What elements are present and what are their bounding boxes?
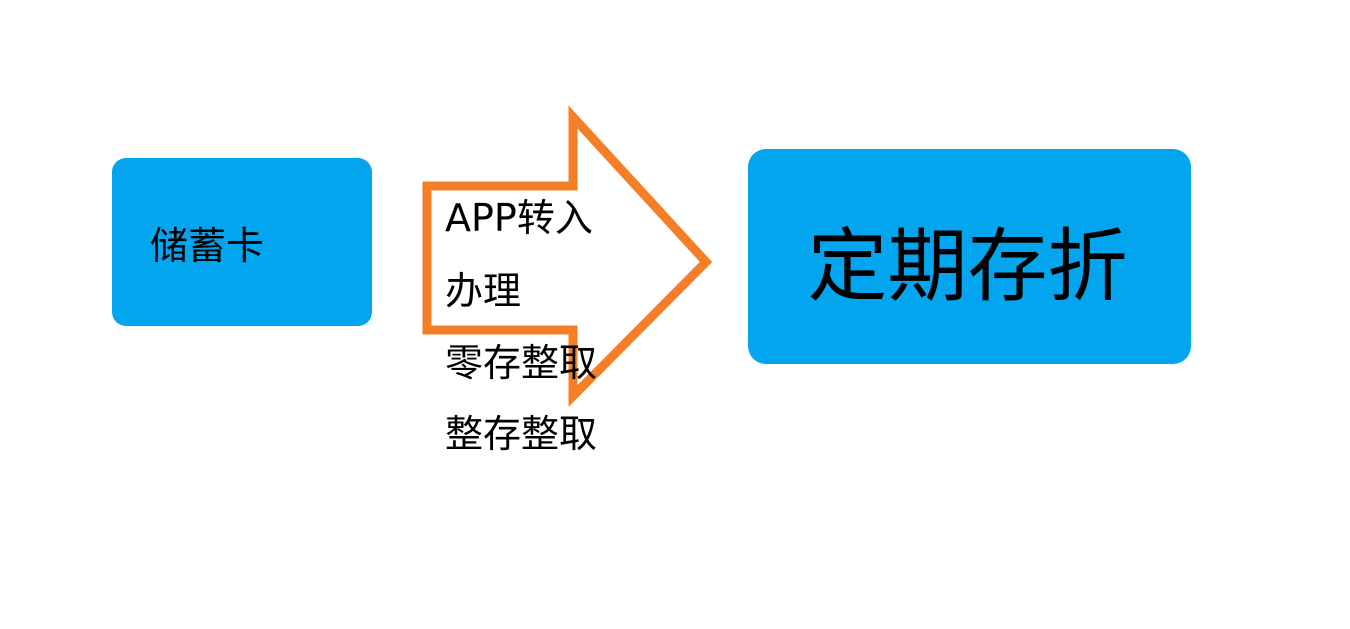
arrow-line-lump-sum-deposit: 整存整取	[445, 412, 598, 456]
arrow-outline	[422, 105, 713, 407]
savings-card-label: 储蓄卡	[150, 223, 265, 268]
fixed-deposit-passbook-box: 定期存折	[748, 149, 1191, 364]
arrow-line-handle: 办理	[445, 269, 522, 313]
arrow-line-app-transfer: APP转入	[445, 196, 593, 240]
arrow-line-lump-sum-installment: 零存整取	[445, 341, 598, 385]
savings-card-box: 储蓄卡	[112, 158, 372, 326]
fixed-deposit-passbook-label: 定期存折	[807, 219, 1128, 313]
